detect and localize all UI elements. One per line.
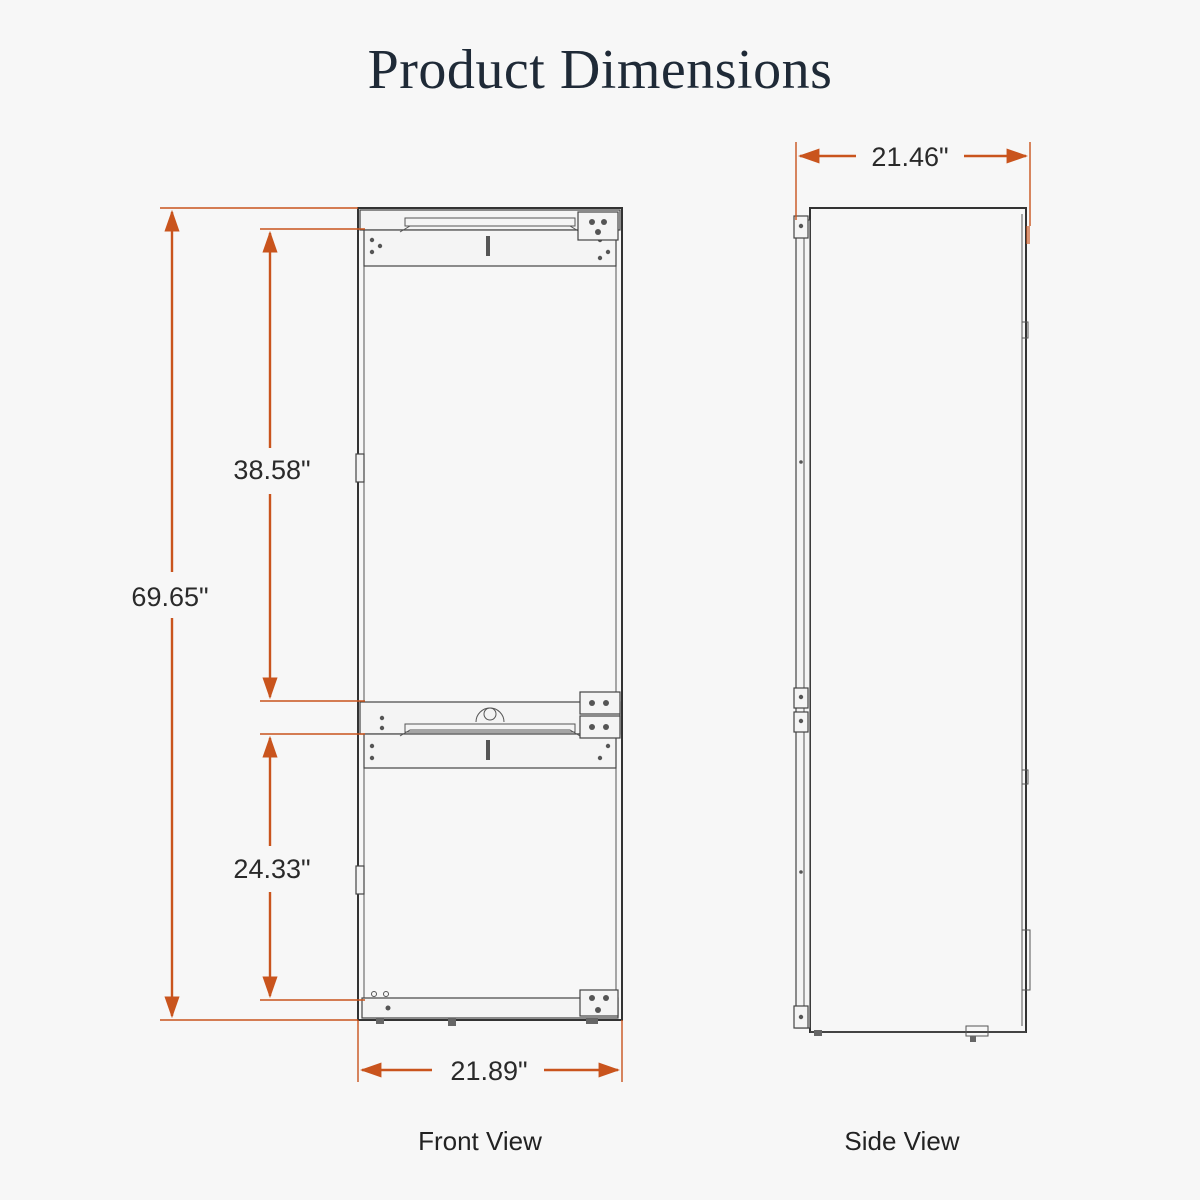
upper-height-label: 38.58" bbox=[233, 455, 310, 485]
bottom-bracket bbox=[361, 989, 619, 1026]
side-view-caption: Side View bbox=[844, 1126, 959, 1156]
front-cabinet-outline bbox=[357, 207, 623, 1021]
depth-dimension: 21.46" bbox=[795, 142, 1031, 226]
overall-height-dimension: 69.65" bbox=[131, 207, 358, 1021]
top-bracket bbox=[359, 209, 621, 267]
depth-label: 21.46" bbox=[871, 142, 948, 172]
side-door-panel bbox=[795, 219, 811, 1029]
upper-height-dimension: 38.58" bbox=[233, 228, 365, 702]
front-view-caption: Front View bbox=[418, 1126, 542, 1156]
page-title: Product Dimensions bbox=[367, 39, 833, 101]
width-dimension: 21.89" bbox=[357, 1020, 623, 1086]
lower-height-dimension: 24.33" bbox=[233, 733, 365, 1001]
front-view-drawing bbox=[355, 207, 623, 1026]
lower-door-hinge-tab bbox=[355, 865, 365, 895]
lower-height-label: 24.33" bbox=[233, 854, 310, 884]
side-cabinet-outline bbox=[809, 207, 1027, 1033]
width-label: 21.89" bbox=[450, 1056, 527, 1086]
upper-door-hinge-tab bbox=[355, 453, 365, 483]
overall-height-label: 69.65" bbox=[131, 582, 208, 612]
side-view-drawing bbox=[793, 207, 1031, 1042]
middle-bracket bbox=[359, 691, 621, 769]
